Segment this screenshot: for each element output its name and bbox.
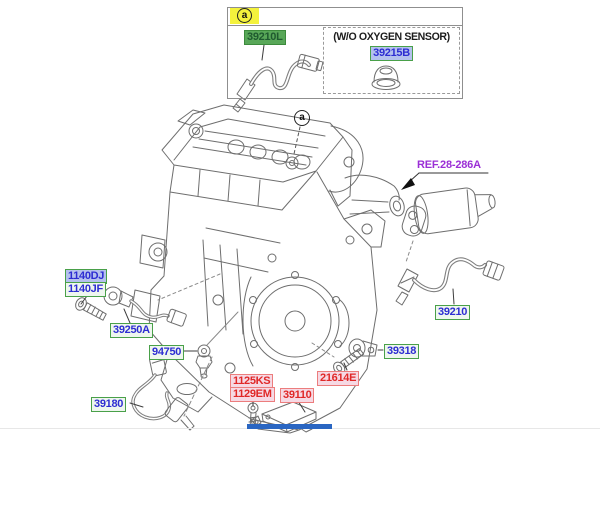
- knock-sensor-drawing: [103, 273, 221, 327]
- bolt-drawing-1140: [75, 297, 107, 321]
- inset-callout-a: a: [237, 8, 252, 23]
- oxygen-sensor-drawing: [395, 257, 505, 306]
- part-label-39215b[interactable]: 39215B: [370, 46, 413, 61]
- ref-arrow: [401, 172, 489, 190]
- part-label-39110[interactable]: 39110: [280, 388, 315, 403]
- inset-box: a 39210L (W/O OXYGEN SENSOR) 39215B: [227, 7, 463, 99]
- inset-oxygen-sensor-drawing: [232, 53, 324, 113]
- part-label-39180[interactable]: 39180: [91, 397, 127, 412]
- part-label-39318[interactable]: 39318: [384, 344, 420, 359]
- grommet-drawing: [371, 65, 401, 90]
- part-label-39210[interactable]: 39210: [435, 305, 471, 320]
- engine-callout-a: a: [294, 110, 310, 126]
- part-label-39210l[interactable]: 39210L: [244, 30, 286, 45]
- catalytic-converter-drawing: [401, 187, 496, 263]
- oil-pressure-switch-drawing: [195, 311, 239, 379]
- part-label-1140dj[interactable]: 1140DJ: [65, 269, 108, 284]
- part-label-39250a[interactable]: 39250A: [110, 323, 153, 338]
- without-oxygen-sensor-note: (W/O OXYGEN SENSOR): [333, 31, 450, 43]
- ref-28-286a-link[interactable]: REF.28-286A: [417, 159, 481, 171]
- part-label-94750[interactable]: 94750: [149, 345, 185, 360]
- crank-sensor-drawing: [131, 355, 213, 431]
- inset-header: a: [228, 8, 462, 26]
- part-label-1140jf[interactable]: 1140JF: [65, 282, 106, 297]
- part-label-21614e[interactable]: 21614E: [317, 371, 360, 386]
- part-label-1129em[interactable]: 1129EM: [230, 387, 275, 402]
- selection-bar: [247, 424, 332, 429]
- without-oxygen-sensor-box: (W/O OXYGEN SENSOR) 39215B: [323, 27, 460, 94]
- cam-sensor-drawing: [311, 338, 378, 358]
- callout-highlight: a: [230, 8, 259, 24]
